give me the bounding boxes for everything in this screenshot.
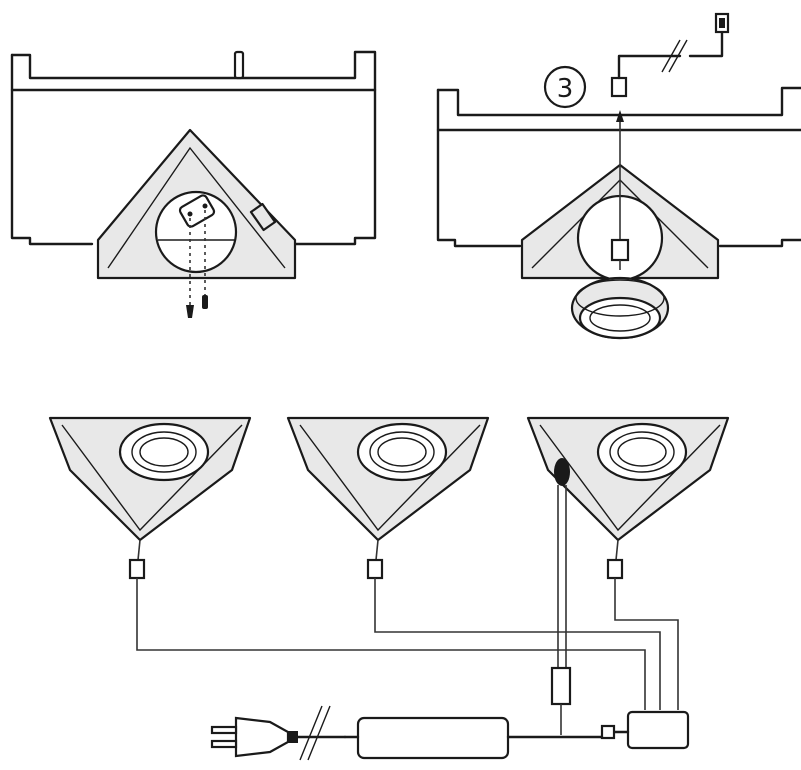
step-number: 3 bbox=[557, 74, 574, 104]
mounting-panel-left bbox=[10, 50, 377, 246]
triangle-light-1 bbox=[48, 416, 646, 710]
connector-and-cable bbox=[610, 12, 730, 270]
power-plug bbox=[210, 705, 347, 761]
triangle-light-2 bbox=[286, 416, 661, 710]
triangle-light-housing-left bbox=[96, 128, 297, 280]
step-badge: 3 bbox=[543, 65, 587, 109]
mounting-screws bbox=[186, 210, 208, 318]
triangle-light-3-with-switch bbox=[526, 416, 730, 710]
led-lamp-insert bbox=[570, 276, 670, 340]
switch-wire bbox=[550, 485, 572, 735]
power-driver bbox=[343, 716, 604, 760]
distribution-box bbox=[600, 710, 690, 750]
switch-button bbox=[554, 458, 570, 486]
